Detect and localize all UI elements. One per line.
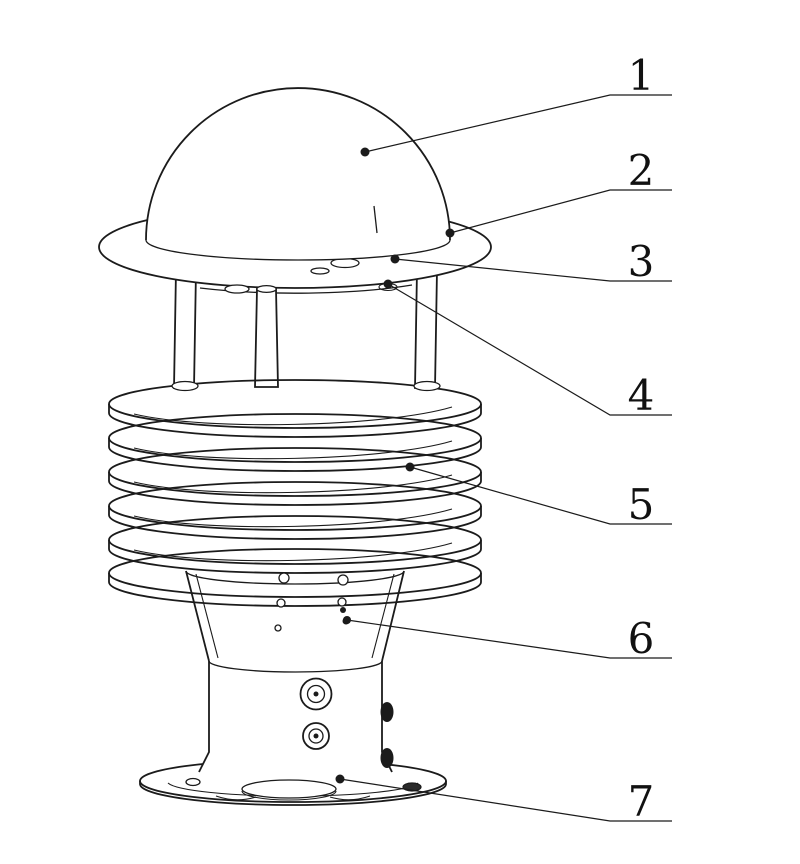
sensor-port-c (310, 267, 330, 275)
connector-gland-upper-pin (313, 691, 319, 697)
dome-fill (146, 88, 450, 260)
callouts: 1 2 3 4 5 (335, 51, 672, 826)
funnel-top-rim (185, 570, 405, 585)
dome-silhouette (145, 87, 451, 241)
louver-stack (108, 379, 482, 607)
louver-inner-edge (133, 440, 453, 460)
left-post (173, 269, 197, 389)
funnel-screw (278, 572, 290, 584)
callout-6-label: 6 (628, 614, 655, 663)
connector-gland-lower-inner (308, 728, 324, 744)
callout-5-label: 5 (628, 480, 655, 529)
callout-7: 7 (335, 774, 672, 826)
funnel-left-edge (185, 570, 210, 662)
side-connector-lower (380, 748, 394, 768)
callout-3-label: 3 (628, 237, 655, 286)
right-post (414, 269, 438, 389)
base-arc-slot-left (215, 795, 257, 801)
callout-2: 2 (445, 146, 672, 238)
connector-gland-lower-pin (313, 733, 319, 739)
callout-3-leader (394, 258, 672, 282)
base-arc-slot-right (329, 795, 371, 801)
base-center-opening-depth (241, 790, 337, 801)
callout-4-label: 4 (628, 371, 655, 420)
sensor-port-b (224, 284, 250, 294)
funnel-screw (274, 624, 282, 632)
middle-post-top (256, 284, 277, 294)
cylinder-left-edge (198, 661, 210, 773)
callout-2-leader (449, 189, 672, 234)
callout-4: 4 (383, 279, 672, 420)
dome-base-junction (145, 239, 451, 261)
callout-1-label: 1 (628, 51, 655, 100)
callout-1: 1 (360, 51, 672, 157)
callout-6-leader (346, 619, 672, 659)
louver-inner-edge (133, 508, 453, 528)
louver-plate-rim (108, 438, 482, 472)
callout-3: 3 (390, 237, 672, 286)
post-boss-left (171, 380, 199, 392)
side-connector-upper (380, 702, 394, 722)
callout-6: 6 (343, 614, 672, 663)
base-mount-hole-left (185, 777, 201, 787)
callout-1-leader (364, 94, 672, 153)
louver-inner-edge (133, 542, 453, 562)
funnel-left-inner (195, 573, 219, 659)
louver-inner-edge (133, 474, 453, 494)
funnel-pin (340, 607, 346, 613)
cylinder-fill (199, 661, 392, 772)
funnel-screw (337, 597, 347, 607)
funnel-body (185, 570, 405, 662)
louver-plate (108, 515, 482, 565)
louver-inner-edge (133, 406, 453, 426)
funnel-right-inner (371, 573, 395, 659)
callout-5: 5 (405, 462, 672, 529)
dome-seam-line (373, 205, 378, 234)
louver-plate-rim (108, 573, 482, 607)
callout-4-leader (387, 283, 672, 416)
callout-7-leader (339, 778, 672, 822)
connector-gland-upper-inner (306, 684, 326, 704)
base-center-opening (241, 779, 337, 799)
post-boss-right (413, 380, 441, 392)
cylinder-neck-rim (208, 660, 383, 673)
funnel-screw (337, 574, 349, 586)
funnel-right-edge (381, 570, 405, 662)
callout-7-label: 7 (628, 777, 655, 826)
louver-plate-rim (108, 472, 482, 506)
louver-plate-rim (108, 540, 482, 574)
callout-5-leader (409, 466, 672, 525)
middle-post (254, 288, 279, 388)
louver-plate-rim (108, 404, 482, 438)
callout-2-label: 2 (628, 146, 655, 195)
louver-plate-rim (108, 506, 482, 540)
cylinder-body (198, 660, 394, 773)
dome-cap (145, 87, 451, 261)
funnel-screw (276, 598, 286, 608)
